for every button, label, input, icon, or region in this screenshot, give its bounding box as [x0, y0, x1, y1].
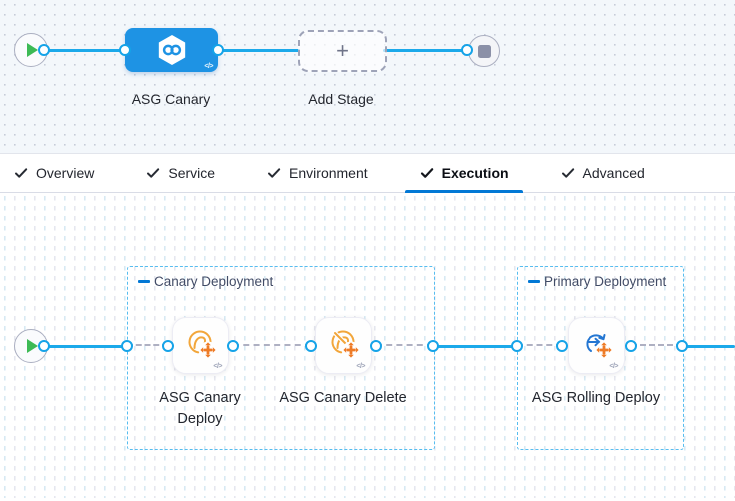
- tab-label: Service: [168, 165, 216, 181]
- step-node-asg-canary-deploy[interactable]: </>: [172, 317, 229, 374]
- stage-graph-canvas[interactable]: </> + ASG Canary Add Stage: [0, 0, 735, 153]
- connector-point[interactable]: [426, 339, 439, 352]
- check-icon: [268, 168, 281, 178]
- code-icon: </>: [609, 363, 618, 370]
- tab-advanced[interactable]: Advanced: [561, 154, 645, 192]
- play-icon: [27, 339, 38, 353]
- connector-point[interactable]: [304, 339, 317, 352]
- tab-service[interactable]: Service: [146, 154, 215, 192]
- collapse-dash-icon: [138, 280, 150, 283]
- check-icon: [15, 168, 28, 178]
- rolling-deploy-icon: [585, 334, 612, 359]
- connector-line: [45, 344, 127, 348]
- step-node-asg-rolling-deploy[interactable]: </>: [568, 317, 625, 374]
- dashed-connector-line: [517, 344, 562, 346]
- canary-delete-icon: [331, 330, 359, 359]
- connector-line: [682, 344, 735, 348]
- connector-point[interactable]: [211, 43, 224, 56]
- stage-name-label: ASG Canary: [131, 91, 211, 107]
- collapse-dash-icon: [528, 280, 540, 283]
- dot-grid-background: [0, 0, 735, 153]
- dashed-connector-line: [127, 344, 168, 346]
- code-icon: </>: [204, 63, 213, 70]
- check-icon: [420, 168, 433, 178]
- connector-point[interactable]: [120, 339, 133, 352]
- play-icon: [27, 43, 38, 57]
- tab-overview[interactable]: Overview: [14, 154, 94, 192]
- dashed-connector-line: [631, 344, 682, 346]
- check-icon: [147, 168, 160, 178]
- group-label: Canary Deployment: [154, 274, 274, 289]
- add-stage-label: Add Stage: [308, 91, 374, 107]
- group-header-primary[interactable]: Primary Deployment: [528, 274, 666, 289]
- group-label: Primary Deployment: [544, 274, 667, 289]
- connector-point[interactable]: [510, 339, 523, 352]
- pipeline-end-node: [468, 35, 500, 67]
- step-group-canary-deployment[interactable]: Canary Deployment: [127, 266, 435, 450]
- dashed-connector-line: [233, 344, 311, 346]
- stage-node-asg-canary[interactable]: </>: [125, 28, 218, 72]
- tab-label: Execution: [441, 165, 509, 181]
- canary-deploy-icon: [188, 330, 216, 359]
- step-name-label: ASG Canary Delete: [279, 390, 407, 406]
- add-stage-button[interactable]: +: [298, 30, 387, 72]
- code-icon: </>: [213, 363, 222, 370]
- tab-label: Advanced: [582, 165, 645, 181]
- connector-point[interactable]: [226, 339, 239, 352]
- tab-label: Environment: [289, 165, 368, 181]
- connector-point[interactable]: [460, 43, 473, 56]
- step-name-label: ASG Canary Deploy: [159, 390, 241, 427]
- connector-line: [383, 48, 469, 52]
- check-icon: [561, 168, 574, 178]
- group-header-canary[interactable]: Canary Deployment: [138, 274, 273, 289]
- execution-graph-canvas[interactable]: Canary Deployment Primary Deployment: [0, 193, 735, 498]
- connector-point[interactable]: [555, 339, 568, 352]
- connector-point[interactable]: [161, 339, 174, 352]
- stage-config-tabbar: Overview Service Environment Execution A…: [0, 153, 735, 193]
- tab-environment[interactable]: Environment: [267, 154, 368, 192]
- step-node-asg-canary-delete[interactable]: </>: [315, 317, 372, 374]
- connector-point[interactable]: [38, 339, 50, 352]
- plus-icon: +: [336, 38, 349, 63]
- tab-label: Overview: [36, 165, 95, 181]
- code-icon: </>: [356, 363, 365, 370]
- step-group-primary-deployment[interactable]: Primary Deployment: [517, 266, 684, 450]
- connector-point[interactable]: [38, 43, 50, 56]
- step-name-label: ASG Rolling Deploy: [531, 390, 661, 406]
- connector-point[interactable]: [624, 339, 637, 352]
- dashed-connector-line: [376, 344, 433, 346]
- connector-point[interactable]: [118, 43, 131, 56]
- tab-execution[interactable]: Execution: [404, 154, 523, 193]
- connector-line: [45, 48, 127, 52]
- connector-line: [433, 344, 517, 348]
- stop-icon: [477, 44, 491, 58]
- connector-point[interactable]: [369, 339, 382, 352]
- connector-line: [218, 48, 300, 52]
- connector-point[interactable]: [675, 339, 688, 352]
- pipeline-hexagon-icon: [158, 34, 185, 66]
